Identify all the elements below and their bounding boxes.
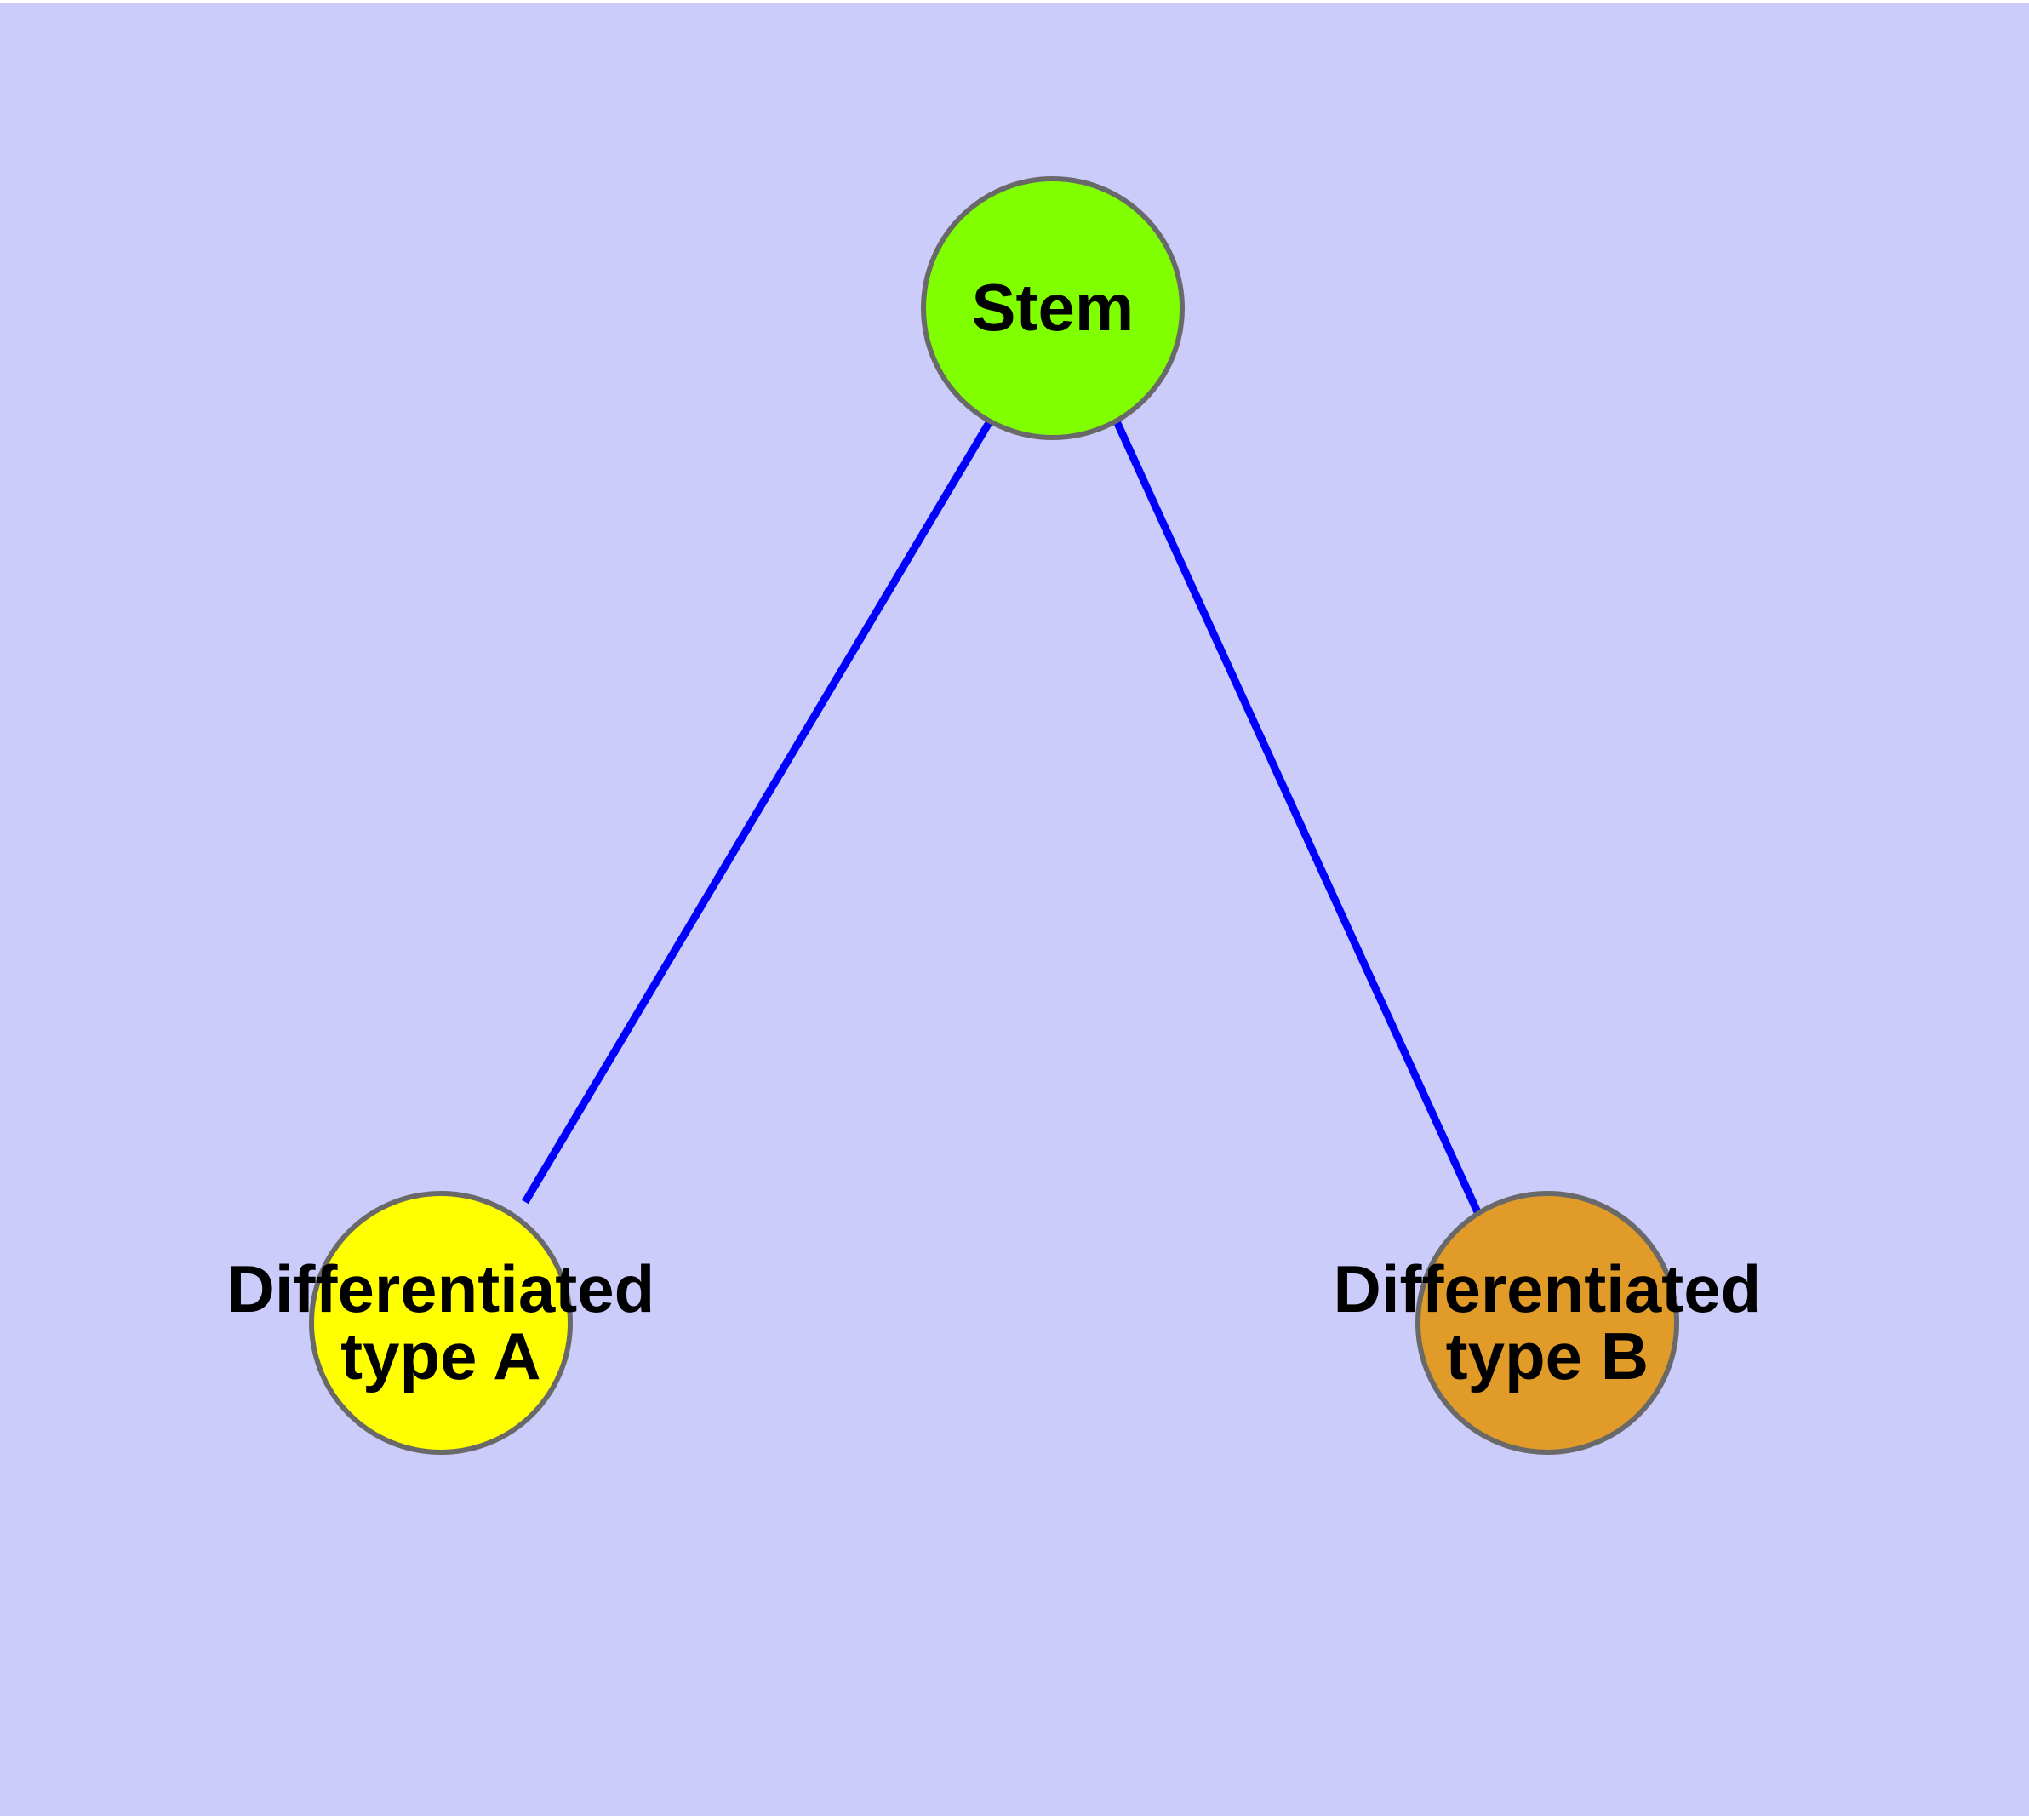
node-layer [309,176,1679,1455]
edge-layer [522,419,1487,1225]
node-differentiated-type-b[interactable] [1415,1191,1679,1455]
edge-stem-to-diff-a [522,419,993,1205]
node-differentiated-type-a[interactable] [309,1191,573,1455]
edge-stem-to-diff-b [1112,420,1487,1225]
node-stem[interactable] [921,176,1185,440]
